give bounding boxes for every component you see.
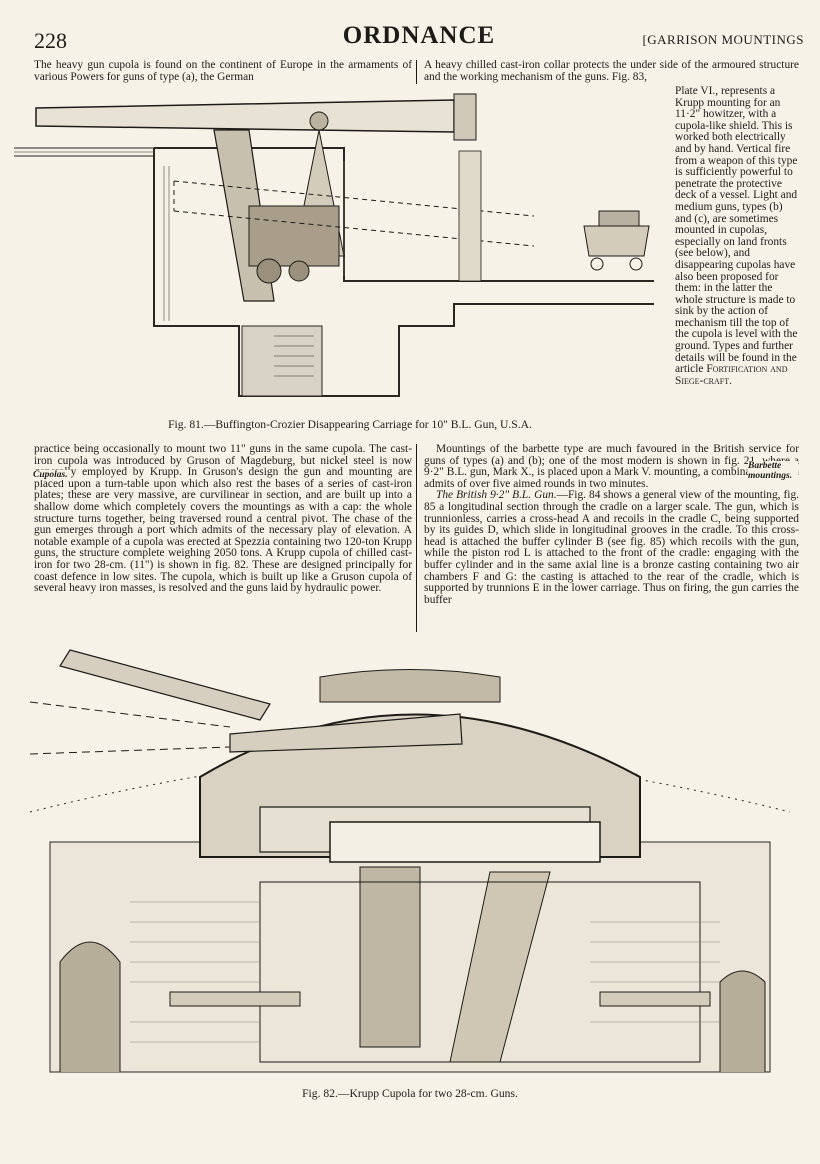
- page-header: 228 ORDNANCE [GARRISON MOUNTINGS: [34, 22, 804, 56]
- top-left-text: The heavy gun cupola is found on the con…: [34, 59, 412, 83]
- fig81-caption: Fig. 81.—Buffington-Crozier Disappearing…: [168, 418, 532, 431]
- side-column-ref: Fortification and Siege-craft.: [675, 363, 788, 387]
- page-number: 228: [34, 28, 67, 53]
- right-column-para2: —Fig. 84 shows a general view of the mou…: [424, 489, 799, 606]
- side-column-text: Plate VI., represents a Krupp mounting f…: [675, 85, 799, 387]
- side-column-body: Plate VI., represents a Krupp mounting f…: [675, 85, 798, 376]
- fig82-caption: Fig. 82.—Krupp Cupola for two 28-cm. Gun…: [302, 1087, 518, 1100]
- fig81-illustration: [14, 93, 654, 397]
- fig81-hatching: [14, 151, 345, 377]
- column-divider-top: [416, 60, 417, 84]
- section-heading: [GARRISON MOUNTINGS: [642, 32, 804, 47]
- top-right-text: A heavy chilled cast-iron collar protect…: [424, 59, 799, 83]
- fig82-brickwork: [130, 901, 720, 1043]
- column-divider: [416, 444, 417, 632]
- left-margin-note: Cupolas.: [33, 470, 71, 480]
- right-column: Mountings of the barbette type are much …: [424, 443, 799, 606]
- right-column-subhead: The British 9·2" B.L. Gun.: [436, 489, 557, 502]
- fig81-small-carriage: [583, 210, 650, 271]
- fig81-ground: [14, 147, 654, 397]
- fig81-gun: [35, 93, 535, 302]
- left-column-text: practice being occasionally to mount two…: [34, 443, 412, 595]
- page-title: ORDNANCE: [342, 22, 496, 49]
- fig82-guns: [30, 649, 463, 755]
- fig82-substructure: [59, 821, 766, 1072]
- right-margin-note: Barbette mountings.: [748, 461, 798, 481]
- right-column-para1: Mountings of the barbette type are much …: [424, 443, 799, 490]
- fig82-illustration: [30, 649, 790, 1073]
